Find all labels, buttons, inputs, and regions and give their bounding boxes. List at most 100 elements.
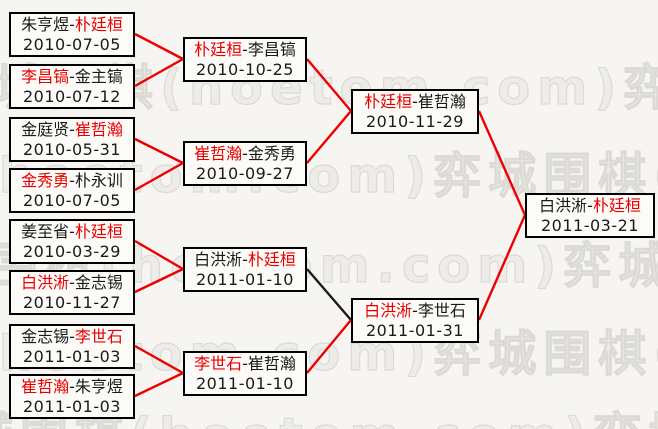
player-name-winner: 朴廷桓 xyxy=(592,196,641,215)
player-name: 朴永训 xyxy=(74,171,123,190)
dash: - xyxy=(69,377,75,396)
player-name-winner: 崔哲瀚 xyxy=(21,377,70,396)
match-date: 2010-10-25 xyxy=(196,60,294,79)
player-name-winner: 朴廷桓 xyxy=(74,222,123,241)
dash: - xyxy=(69,222,75,241)
match-players: 崔哲瀚-金秀勇 xyxy=(185,144,305,164)
player-name-winner: 崔哲瀚 xyxy=(74,120,123,139)
match-date: 2011-01-31 xyxy=(366,321,464,340)
dash: - xyxy=(412,301,418,320)
match-date: 2011-01-10 xyxy=(196,374,294,393)
match-players: 朴廷桓-崔哲瀚 xyxy=(353,92,477,112)
match-box-r1m7: 金志锡-李世石 2011-01-03 xyxy=(9,324,135,369)
match-date: 2010-11-27 xyxy=(23,293,121,312)
match-players: 金秀勇-朴永训 xyxy=(11,171,133,191)
match-box-r3m1: 朴廷桓-崔哲瀚 2010-11-29 xyxy=(351,89,479,134)
connector-r1m6-r2m3 xyxy=(134,267,184,294)
dash: - xyxy=(412,92,418,111)
match-date: 2010-07-05 xyxy=(23,191,121,210)
connector-r2m2-r3m1 xyxy=(306,110,352,164)
dash: - xyxy=(69,171,75,190)
player-name: 朱亨煜 xyxy=(74,377,123,396)
match-box-r2m1: 朴廷桓-李昌镐 2010-10-25 xyxy=(183,37,307,82)
connector-r1m4-r2m2 xyxy=(134,161,184,192)
dash: - xyxy=(69,327,75,346)
match-date: 2011-01-03 xyxy=(23,347,121,366)
match-players: 金志锡-李世石 xyxy=(11,327,133,347)
match-date: 2011-03-21 xyxy=(541,216,639,235)
dash: - xyxy=(69,67,75,86)
match-box-r1m3: 金庭贤-崔哲瀚 2010-05-31 xyxy=(9,117,135,162)
connector-r1m7-r2m4 xyxy=(134,344,184,375)
player-name: 崔哲瀚 xyxy=(417,92,466,111)
player-name-winner: 金秀勇 xyxy=(21,171,70,190)
match-players: 白洪淅-朴廷桓 xyxy=(185,250,305,270)
player-name-winner: 朴廷桓 xyxy=(247,250,296,269)
dash: - xyxy=(69,120,75,139)
match-date: 2010-11-29 xyxy=(366,112,464,131)
connector-r1m1-r2m1 xyxy=(134,32,184,61)
match-box-r1m4: 金秀勇-朴永训 2010-07-05 xyxy=(9,168,135,213)
connector-r2m3-r3m2 xyxy=(306,268,352,321)
player-name: 金庭贤 xyxy=(21,120,70,139)
player-name: 朱亨煜 xyxy=(21,15,70,34)
match-date: 2010-07-12 xyxy=(23,87,121,106)
match-box-r3m2: 白洪淅-李世石 2011-01-31 xyxy=(351,298,479,343)
player-name-winner: 朴廷桓 xyxy=(194,40,243,59)
connector-r1m5-r2m3 xyxy=(134,239,184,271)
match-box-r1m1: 朱亨煜-朴廷桓 2010-07-05 xyxy=(9,12,135,57)
match-date: 2010-09-27 xyxy=(196,164,294,183)
match-players: 姜至省-朴廷桓 xyxy=(11,222,133,242)
player-name: 金秀勇 xyxy=(247,144,296,163)
player-name-winner: 朴廷桓 xyxy=(74,15,123,34)
connector-r1m2-r2m1 xyxy=(134,57,184,88)
match-players: 白洪淅-朴廷桓 xyxy=(527,196,653,216)
player-name-winner: 朴廷桓 xyxy=(364,92,413,111)
player-name-winner: 白洪淅 xyxy=(21,273,70,292)
connector-r3m2-final xyxy=(477,214,527,321)
match-players: 崔哲瀚-朱亨煜 xyxy=(11,377,133,397)
player-name-winner: 崔哲瀚 xyxy=(194,144,243,163)
player-name: 金志锡 xyxy=(74,273,123,292)
match-date: 2010-03-29 xyxy=(23,242,121,261)
match-date: 2011-01-10 xyxy=(196,270,294,289)
match-players: 李昌镐-金主镐 xyxy=(11,67,133,87)
match-players: 朱亨煜-朴廷桓 xyxy=(11,15,133,35)
player-name: 李世石 xyxy=(417,301,466,320)
match-players: 金庭贤-崔哲瀚 xyxy=(11,120,133,140)
match-box-final: 白洪淅-朴廷桓 2011-03-21 xyxy=(525,193,655,238)
match-players: 白洪淅-李世石 xyxy=(353,301,477,321)
connector-r2m4-r3m2 xyxy=(306,319,352,374)
dash: - xyxy=(69,15,75,34)
player-name: 金主镐 xyxy=(74,67,123,86)
match-date: 2010-05-31 xyxy=(23,140,121,159)
player-name: 姜至省 xyxy=(21,222,70,241)
match-box-r2m2: 崔哲瀚-金秀勇 2010-09-27 xyxy=(183,141,307,186)
match-box-r1m8: 崔哲瀚-朱亨煜 2011-01-03 xyxy=(9,374,135,419)
match-box-r1m2: 李昌镐-金主镐 2010-07-12 xyxy=(9,64,135,109)
dash: - xyxy=(587,196,593,215)
player-name: 白洪淅 xyxy=(194,250,243,269)
player-name: 金志锡 xyxy=(21,327,70,346)
connector-r1m8-r2m4 xyxy=(134,371,184,398)
player-name-winner: 李世石 xyxy=(74,327,123,346)
connector-r1m3-r2m2 xyxy=(134,137,184,165)
match-box-r2m4: 李世石-崔哲瀚 2011-01-10 xyxy=(183,351,307,396)
player-name-winner: 李昌镐 xyxy=(21,67,70,86)
dash: - xyxy=(242,144,248,163)
player-name: 白洪淅 xyxy=(539,196,588,215)
player-name: 崔哲瀚 xyxy=(247,354,296,373)
player-name-winner: 白洪淅 xyxy=(364,301,413,320)
match-box-r1m5: 姜至省-朴廷桓 2010-03-29 xyxy=(9,219,135,264)
match-players: 朴廷桓-李昌镐 xyxy=(185,40,305,60)
match-date: 2011-01-03 xyxy=(23,397,121,416)
match-players: 白洪淅-金志锡 xyxy=(11,273,133,293)
dash: - xyxy=(242,250,248,269)
dash: - xyxy=(242,354,248,373)
connector-r2m1-r3m1 xyxy=(306,58,352,112)
match-box-r1m6: 白洪淅-金志锡 2010-11-27 xyxy=(9,270,135,315)
match-players: 李世石-崔哲瀚 xyxy=(185,354,305,374)
match-box-r2m3: 白洪淅-朴廷桓 2011-01-10 xyxy=(183,247,307,292)
